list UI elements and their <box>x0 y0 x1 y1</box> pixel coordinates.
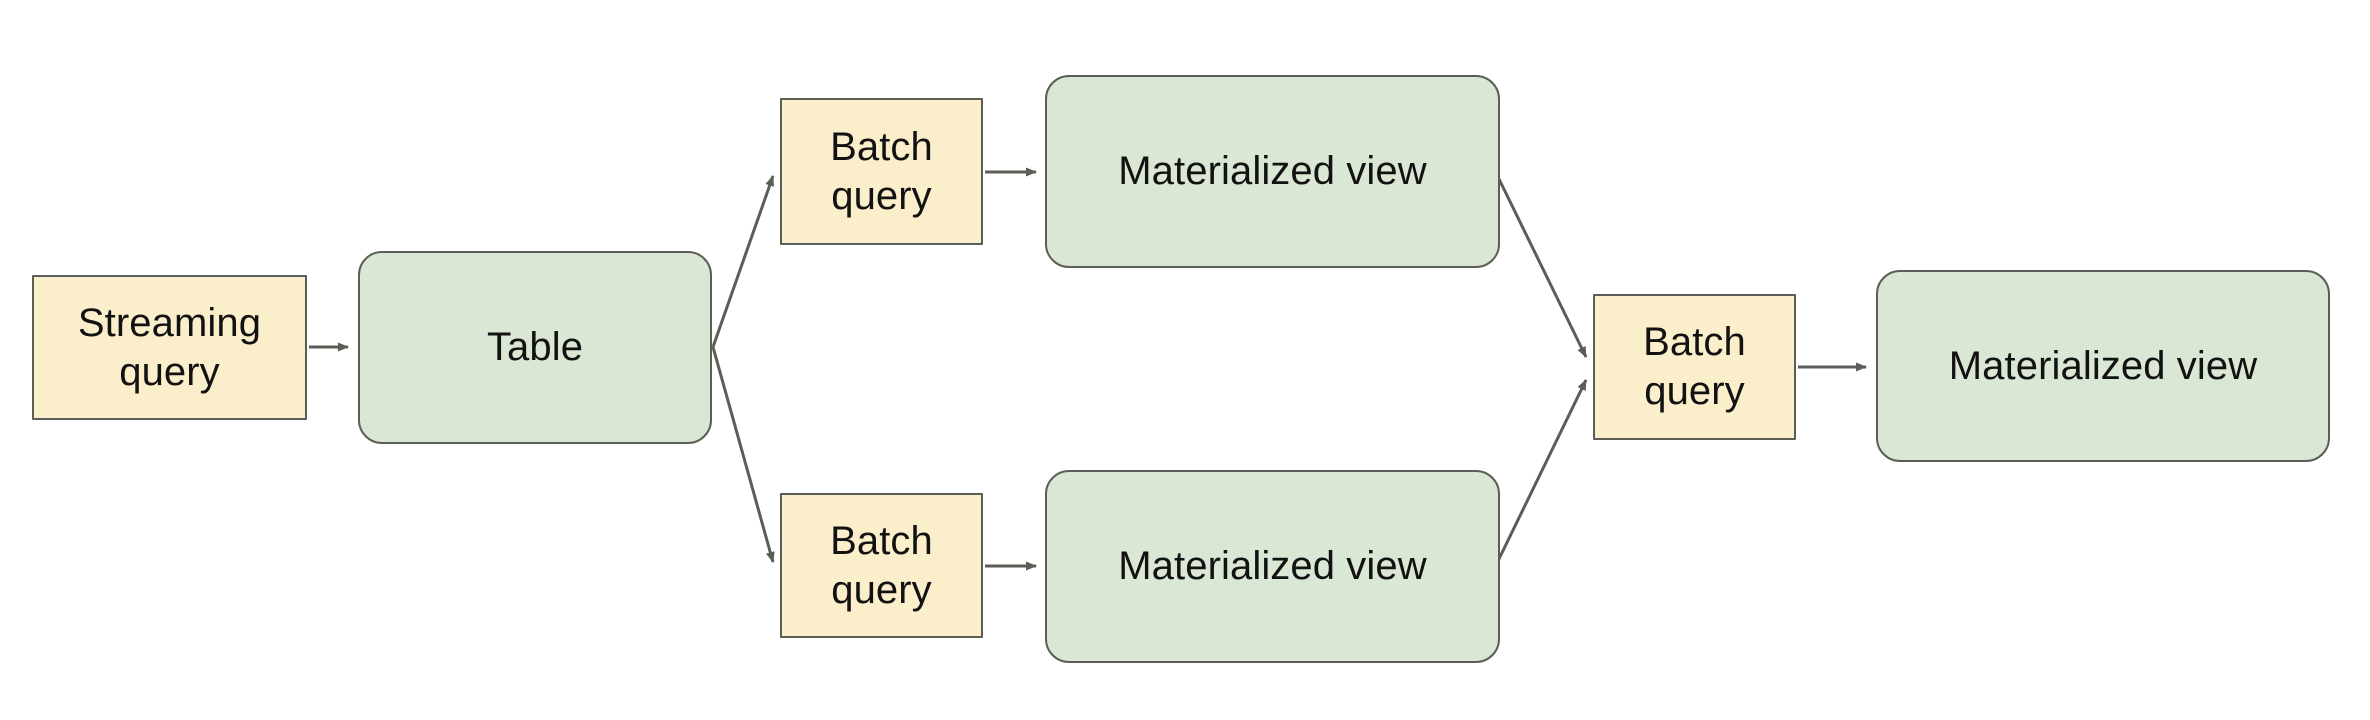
node-label: Materialized view <box>1118 149 1427 194</box>
edge-table-to-batch-query-bottom <box>711 346 775 563</box>
node-label: Batch query <box>830 518 933 612</box>
edge-table-to-batch-query-top <box>711 175 775 348</box>
node-table[interactable]: Table <box>358 251 712 444</box>
node-label: Batch query <box>1643 320 1746 413</box>
node-label: Table <box>486 325 584 370</box>
node-label: Batch query <box>830 124 933 218</box>
node-label: Materialized view <box>1118 544 1427 589</box>
node-label: Materialized view <box>1948 343 2258 388</box>
node-streaming-query[interactable]: Streaming query <box>32 275 307 420</box>
node-materialized-view-bottom[interactable]: Materialized view <box>1045 470 1500 663</box>
node-label: Streaming query <box>77 300 262 394</box>
node-batch-query-bottom[interactable]: Batch query <box>780 493 983 638</box>
node-batch-query-right[interactable]: Batch query <box>1593 294 1796 440</box>
node-materialized-view-right[interactable]: Materialized view <box>1876 270 2330 462</box>
node-materialized-view-top[interactable]: Materialized view <box>1045 75 1500 268</box>
edge-materialized-view-bottom-to-batch-query-right <box>1496 379 1588 562</box>
edge-materialized-view-top-to-batch-query-right <box>1496 176 1588 358</box>
node-batch-query-top[interactable]: Batch query <box>780 98 983 245</box>
